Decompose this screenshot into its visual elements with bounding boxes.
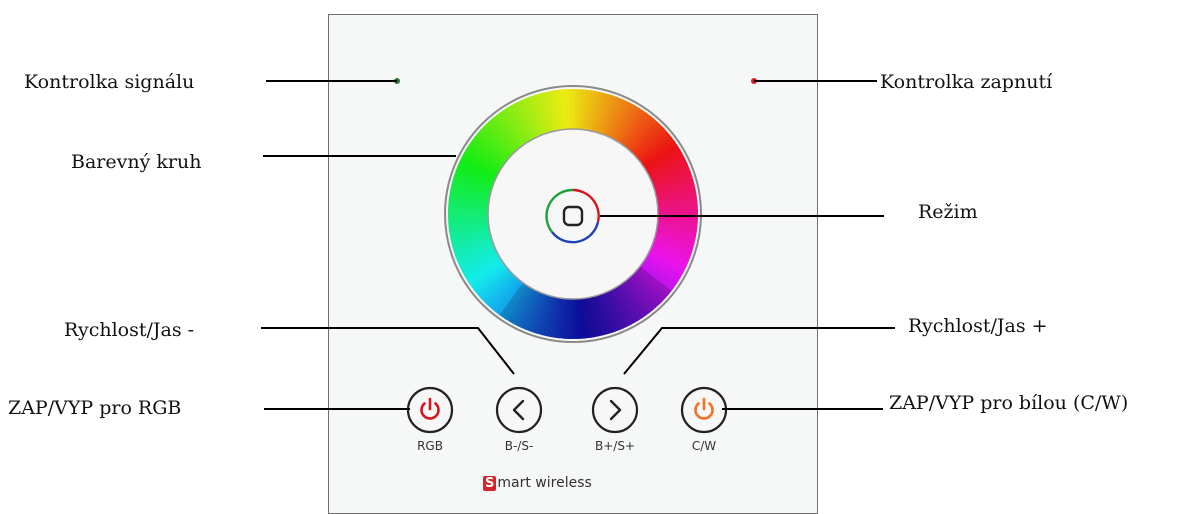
label-signal-led: Kontrolka signálu — [24, 71, 194, 93]
diagram: Kontrolka signálu Kontrolka zapnutí Bare… — [0, 0, 1201, 497]
caption-cw: C/W — [674, 439, 734, 453]
label-rgb-power: ZAP/VYP pro RGB — [8, 397, 181, 419]
cw-power-button[interactable] — [682, 388, 726, 432]
label-speed-down: Rychlost/Jas - — [64, 319, 194, 341]
rgb-power-button[interactable] — [408, 388, 452, 432]
caption-down: B-/S- — [489, 439, 549, 453]
caption-rgb: RGB — [400, 439, 460, 453]
speed-up-button[interactable] — [593, 388, 637, 432]
label-white-power: ZAP/VYP pro bílou (C/W) — [889, 392, 1128, 414]
label-power-led: Kontrolka zapnutí — [880, 71, 1052, 93]
label-color-ring: Barevný kruh — [71, 151, 201, 173]
brand-text: mart wireless — [497, 475, 591, 491]
leader-speed-up — [624, 328, 895, 374]
brand-initial: S — [483, 476, 496, 491]
caption-up: B+/S+ — [585, 439, 645, 453]
speed-down-button[interactable] — [497, 388, 541, 432]
label-speed-up: Rychlost/Jas + — [908, 315, 1048, 337]
leader-speed-down — [261, 328, 514, 374]
mode-button[interactable] — [546, 190, 599, 242]
label-mode: Režim — [918, 201, 978, 223]
